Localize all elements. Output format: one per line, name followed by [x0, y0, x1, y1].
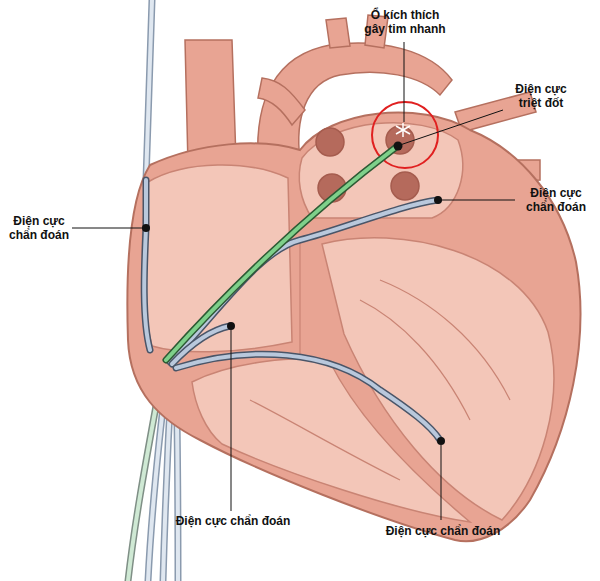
heart-chambers: [142, 123, 553, 522]
callout-label: Ổ kích thích gây tim nhanh: [359, 8, 451, 36]
catheters: [144, 148, 440, 440]
callout-label: Điện cực chẩn đoán: [518, 186, 594, 214]
heart-outline: [127, 113, 580, 542]
leader-lines: [72, 42, 515, 520]
callout-label: Điện cực chẩn đoán: [168, 514, 298, 528]
vein-openings: [316, 126, 419, 202]
callout-label: Điện cực chẩn đoán: [6, 214, 72, 242]
chamber-muscle: [250, 240, 510, 480]
callout-label: Điện cực triệt đốt: [505, 82, 577, 110]
callout-label: Điện cực chẩn đoán: [378, 524, 508, 538]
focus-symbol: [396, 123, 410, 137]
electrode-tips: [142, 142, 445, 446]
